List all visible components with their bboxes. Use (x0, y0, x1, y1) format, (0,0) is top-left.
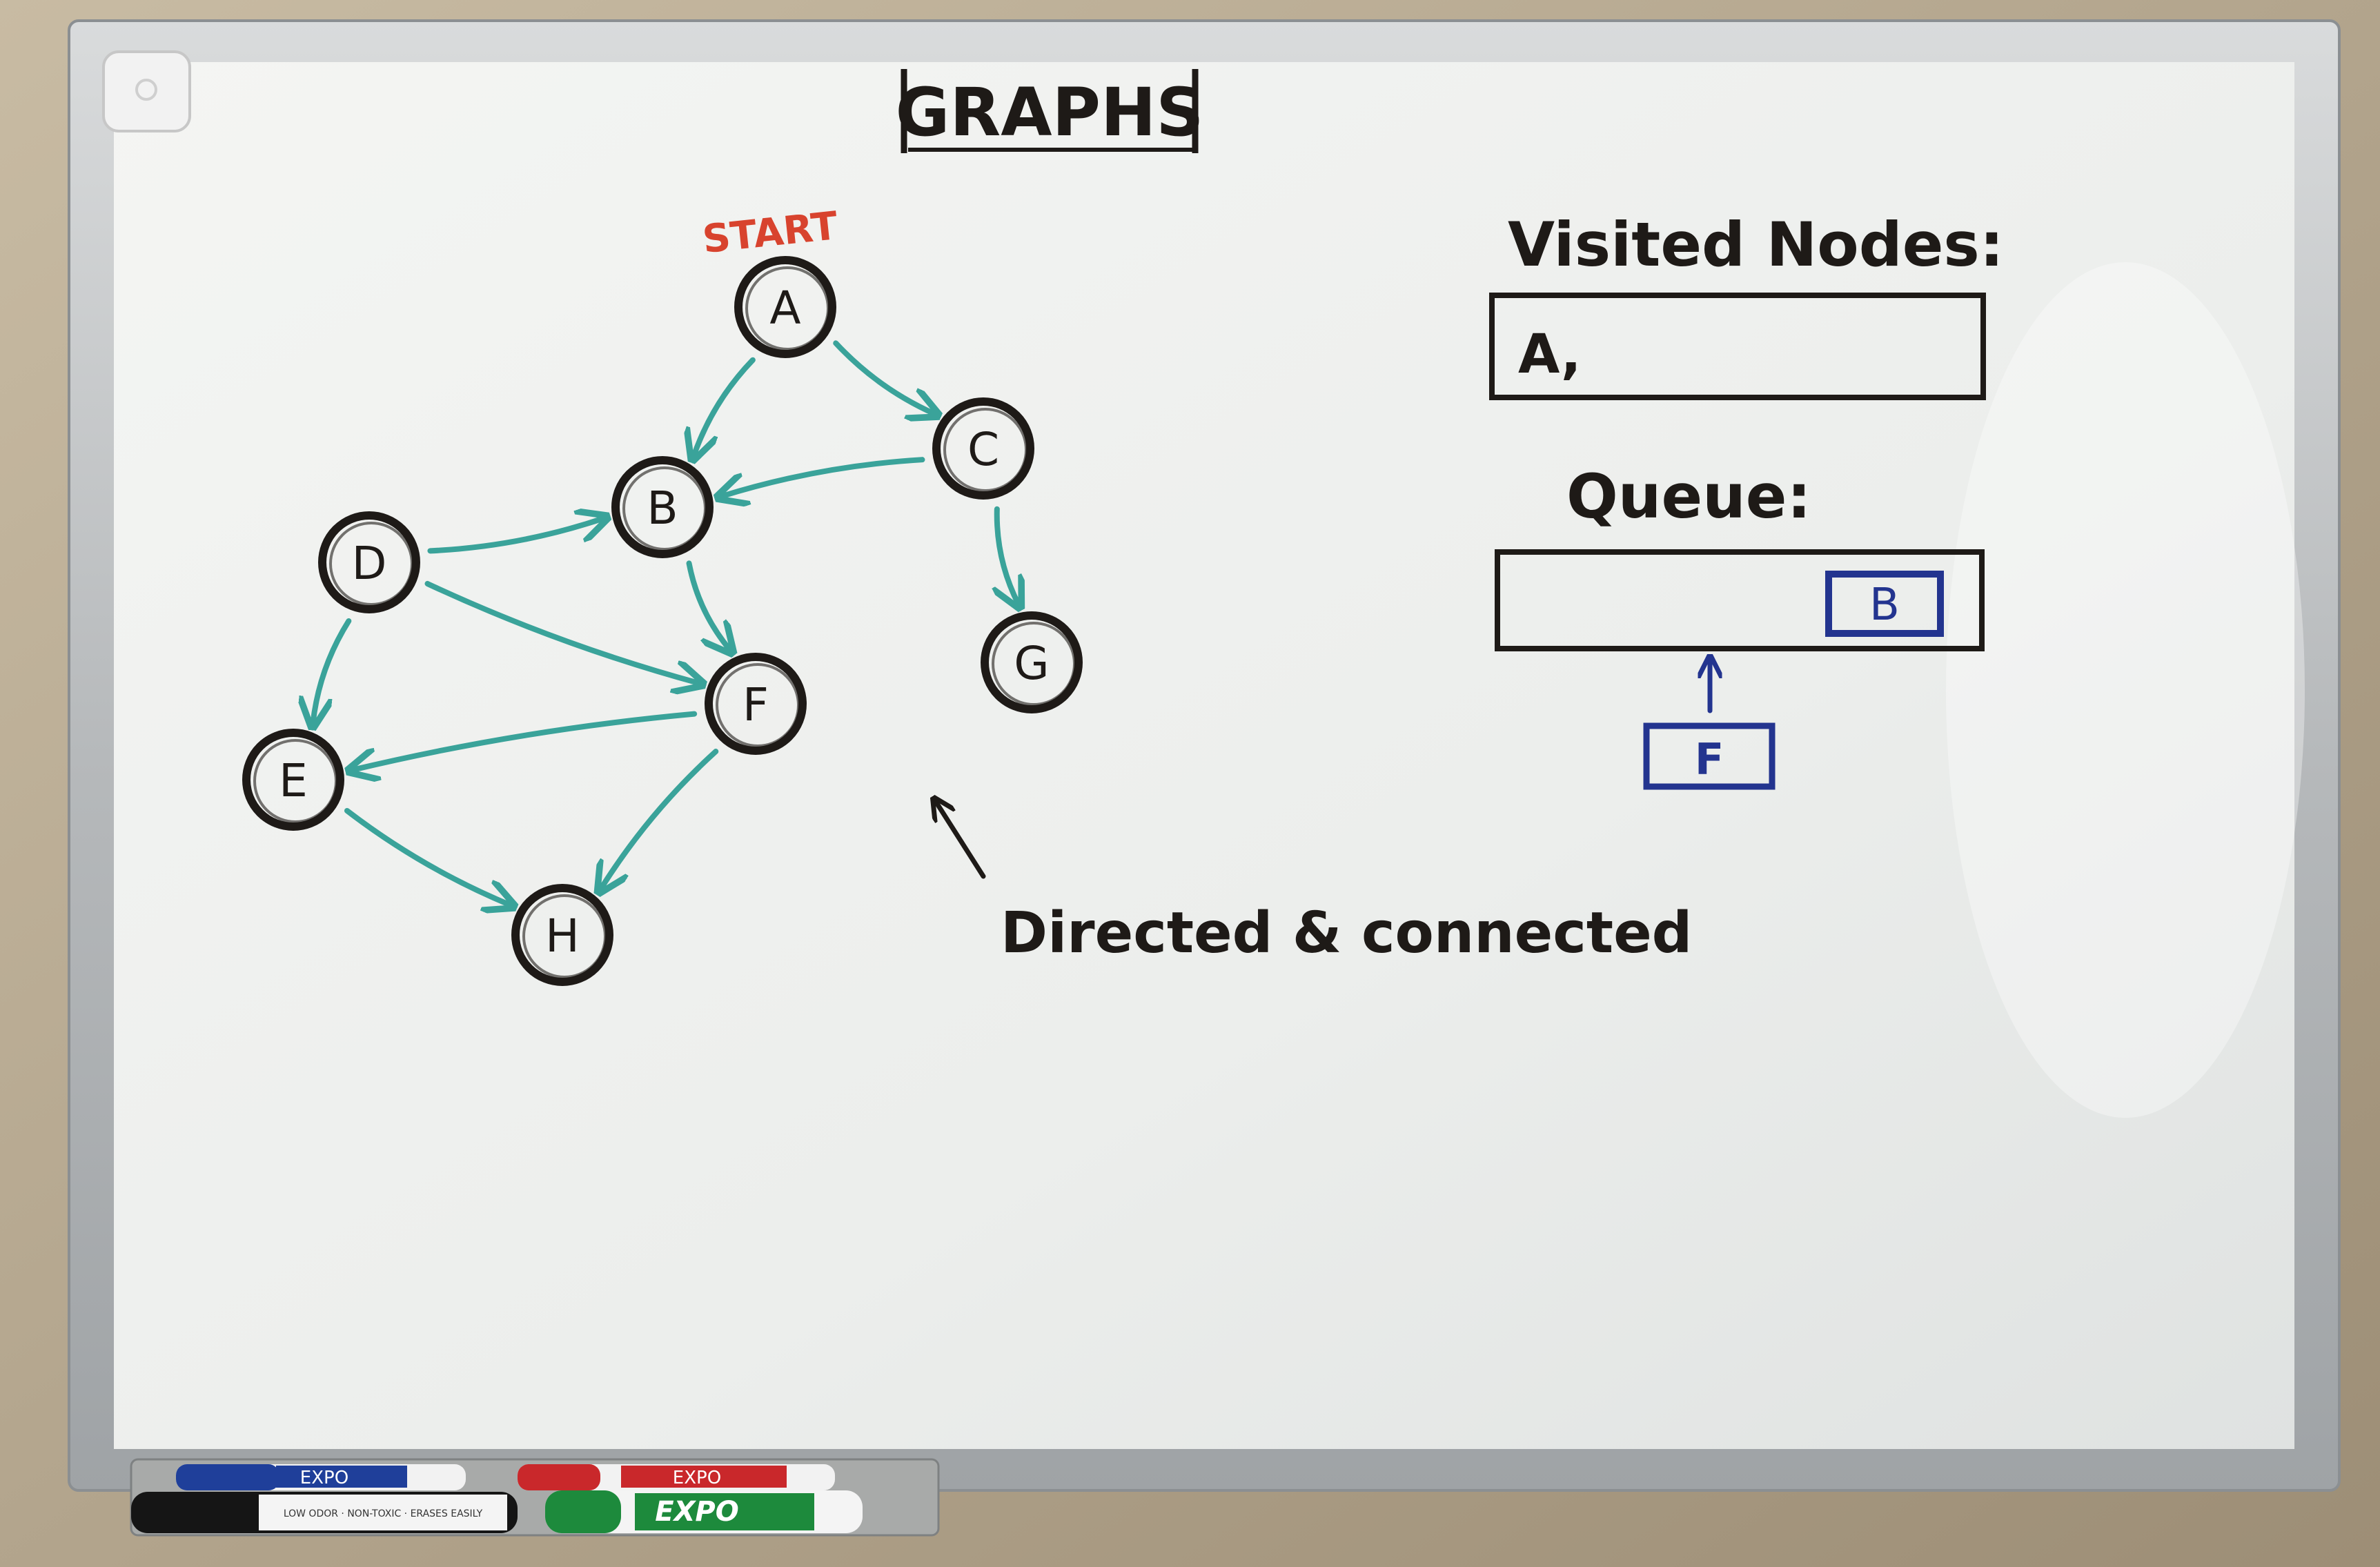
marker-black[interactable]: LOW ODOR · NON-TOXIC · ERASES EASILY (131, 1492, 518, 1533)
queue-item-label: B (1869, 580, 1900, 631)
node-label: D (352, 537, 387, 590)
annotation-arrow (935, 800, 986, 879)
edge-e-h (344, 807, 511, 905)
eraser-logo-icon (135, 79, 157, 101)
edge-d-f (424, 580, 700, 683)
edge-d-b (427, 518, 604, 554)
node-label: B (647, 482, 678, 535)
node-b: B (611, 456, 714, 558)
node-circle-inner (943, 408, 1027, 492)
edge-f-e (352, 711, 698, 770)
queue-item-box (1825, 571, 1944, 637)
node-circle (511, 884, 613, 986)
node-circle-inner (329, 522, 413, 606)
node-label: A (769, 282, 800, 335)
node-label: C (967, 423, 999, 476)
marker-black-text: LOW ODOR · NON-TOXIC · ERASES EASILY (284, 1508, 483, 1519)
node-circle-inner (253, 739, 337, 823)
node-label: G (1014, 637, 1049, 690)
node-label: H (545, 909, 580, 963)
edge-b-f (686, 560, 731, 650)
queue-label: Queue: (1566, 461, 1811, 532)
node-circle (734, 256, 836, 358)
edge-f-h (600, 749, 719, 889)
corner-eraser (102, 50, 191, 132)
marker-green[interactable]: EXPO (545, 1490, 863, 1533)
queue-items: B (1825, 571, 1944, 637)
visited-label: Visited Nodes: (1508, 209, 2004, 280)
node-circle (932, 397, 1034, 500)
edge-d-e (313, 618, 352, 724)
edge-c-b (721, 457, 925, 496)
title-box: GRAPHS (896, 69, 1204, 153)
node-circle (705, 653, 807, 755)
node-e: E (242, 729, 344, 831)
incoming-node-box (1643, 722, 1776, 790)
node-c: C (932, 397, 1034, 500)
marker-blue-text: EXPO (300, 1468, 348, 1488)
marker-green-text: EXPO (655, 1496, 738, 1528)
visited-box (1489, 293, 1986, 400)
node-circle-inner (992, 622, 1076, 706)
node-a: A (734, 256, 836, 358)
node-d: D (318, 511, 420, 613)
edge-a-b (694, 357, 756, 457)
node-label: E (279, 754, 308, 807)
node-h: H (511, 884, 613, 986)
marker-red[interactable]: EXPO (518, 1464, 835, 1490)
node-f: F (705, 653, 807, 755)
node-circle-inner (622, 466, 707, 551)
graph-diagram: A B C D E F G H (242, 256, 1083, 986)
node-circle-inner (522, 894, 607, 978)
node-circle-inner (716, 663, 800, 747)
node-label: F (742, 678, 769, 731)
edge-c-g (997, 506, 1019, 604)
marker-red-text: EXPO (673, 1468, 721, 1488)
page-title: GRAPHS (896, 74, 1204, 151)
incoming-node-label: F (1695, 734, 1724, 785)
node-circle (611, 456, 714, 558)
node-circle (981, 611, 1083, 713)
edge-a-c (833, 340, 935, 414)
board-glare (1946, 262, 2305, 1118)
node-g: G (981, 611, 1083, 713)
queue-box (1495, 549, 1985, 651)
visited-value: A, (1518, 324, 1581, 386)
annotation-text: Directed & connected (1001, 900, 1692, 966)
node-circle (242, 729, 344, 831)
marker-blue[interactable]: EXPO (176, 1464, 466, 1490)
node-circle-inner (745, 266, 829, 351)
node-circle (318, 511, 420, 613)
